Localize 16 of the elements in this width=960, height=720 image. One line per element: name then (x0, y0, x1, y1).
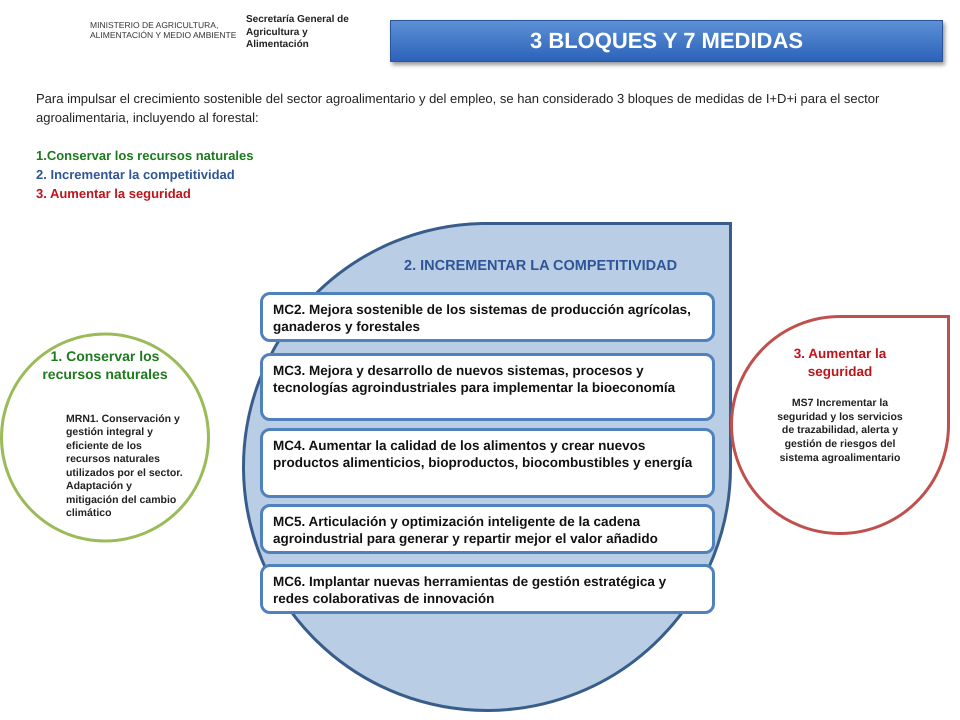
block-heading: 2. INCREMENTAR LA COMPETITIVIDAD (404, 258, 678, 274)
measure-box: MC4. Aumentar la calidad de los alimentos y crear nuevos productos alimenticios, bioproductos, biocombustibles y energía (260, 428, 715, 498)
measure-box: MC2. Mejora sostenible de los sistemas de producción agrícolas, ganaderos y forestales (260, 292, 715, 342)
title-banner: 3 BLOQUES Y 7 MEDIDAS (390, 20, 943, 62)
intro-paragraph: Para impulsar el crecimiento sostenible del sector agroalimentario y del empleo, se han considerado 3 bloques de medidas de I+D+i para el sector agroalimentaria, incluyendo al forestal: (36, 90, 880, 127)
block-heading: 1. Conservar los recursos naturales (41, 348, 169, 383)
list-item: 2. Incrementar la competitividad (36, 167, 235, 182)
list-item: 3. Aumentar la seguridad (36, 186, 191, 201)
measure-text: MS7 Incrementar la seguridad y los servicios de trazabilidad, alerta y gestión de riesgos del sistema agroalimentario (776, 397, 904, 466)
list-item: 1.Conservar los recursos naturales (36, 148, 254, 163)
measure-box: MC5. Articulación y optimización inteligente de la cadena agroindustrial para generar y repartir mejor el valor añadido (260, 504, 715, 554)
department-name: Secretaría General de Agricultura y Alimentación (246, 14, 350, 52)
block-heading: 3. Aumentar la seguridad (792, 345, 888, 380)
measure-box: MC3. Mejora y desarrollo de nuevos sistemas, procesos y tecnologías agroindustriales para implementar la bioeconomía (260, 353, 715, 421)
measure-box: MC6. Implantar nuevas herramientas de gestión estratégica y redes colaborativas de innovación (260, 564, 715, 614)
measure-text: MRN1. Conservación y gestión integral y eficiente de los recursos naturales utilizados por el sector. Adaptación y mitigación del cambio climático (66, 413, 184, 520)
